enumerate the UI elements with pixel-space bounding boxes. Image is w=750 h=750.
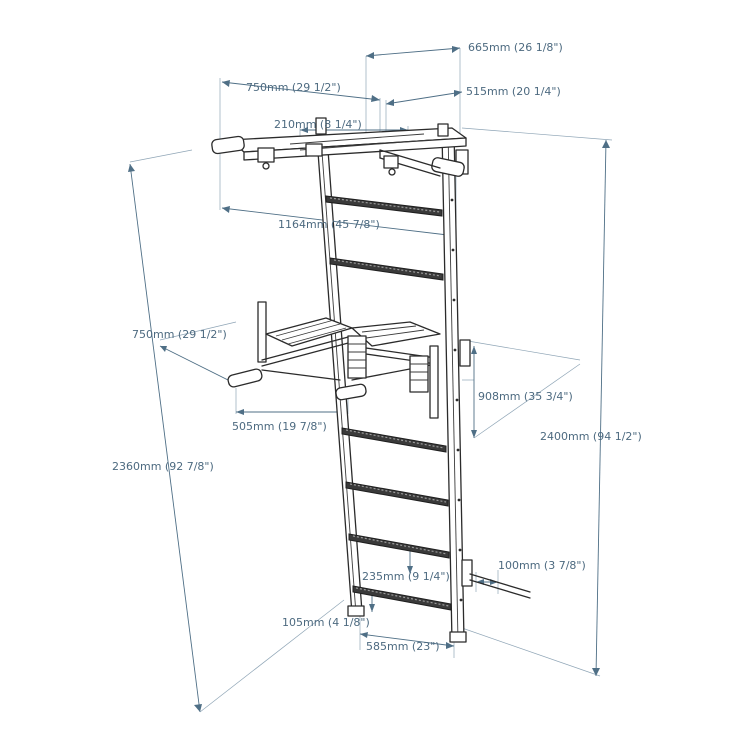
dimension-lines (129, 47, 613, 713)
label-dip-depth: 750mm (29 1/2") (132, 328, 227, 341)
upright-holes (450, 198, 463, 602)
label-pullup-depth: 750mm (29 1/2") (246, 81, 341, 94)
dip-bar (227, 301, 441, 419)
ladder-rungs (325, 195, 452, 611)
label-top-depth: 665mm (26 1/8") (468, 41, 563, 54)
label-pullup-width: 1164mm (45 7/8") (278, 218, 380, 231)
label-ladder-width: 585mm (23") (366, 640, 440, 653)
dimension-labels: 665mm (26 1/8") 750mm (29 1/2") 515mm (2… (112, 41, 642, 653)
label-dip-width: 505mm (19 7/8") (232, 420, 327, 433)
label-bracket-depth: 515mm (20 1/4") (466, 85, 561, 98)
label-rung-spacing: 235mm (9 1/4") (362, 570, 450, 583)
wall-brackets (455, 149, 531, 599)
pullup-bar (211, 117, 467, 177)
label-total-height-front: 2360mm (92 7/8") (112, 460, 214, 473)
label-bottom-clearance: 105mm (4 1/8") (282, 616, 370, 629)
label-dip-height: 908mm (35 3/4") (478, 390, 573, 403)
label-wall-offset: 100mm (3 7/8") (498, 559, 586, 572)
label-total-height-back: 2400mm (94 1/2") (540, 430, 642, 443)
label-grip-spacing: 210mm (8 1/4") (274, 118, 362, 131)
